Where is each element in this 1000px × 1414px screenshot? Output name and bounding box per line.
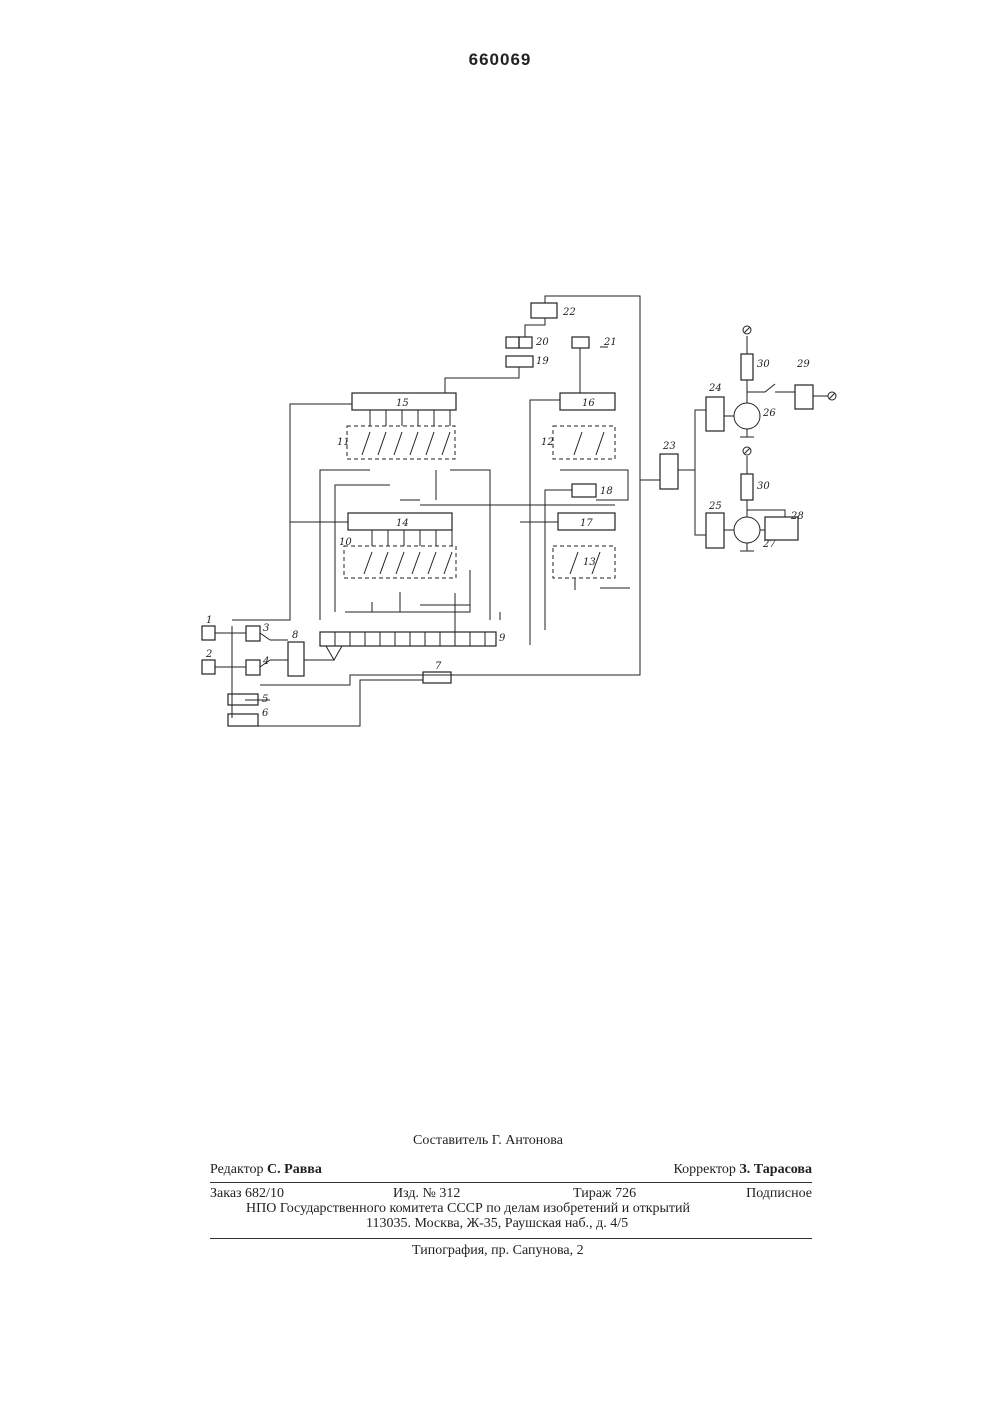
motor-26 <box>734 403 760 429</box>
label-7: 7 <box>435 661 442 672</box>
block-3 <box>246 626 260 641</box>
label-28: 28 <box>790 511 804 522</box>
label-8: 8 <box>292 630 298 641</box>
editor-line: Редактор С. Равва <box>210 1162 322 1178</box>
rule-bottom <box>210 1238 812 1239</box>
subscription: Подписное <box>746 1186 812 1202</box>
label-22: 22 <box>562 307 576 318</box>
label-2: 2 <box>205 649 212 660</box>
label-9: 9 <box>499 633 506 644</box>
block-4 <box>246 660 260 675</box>
label-30-top: 30 <box>757 359 770 370</box>
compiler-label: Составитель <box>413 1133 488 1148</box>
label-6: 6 <box>262 708 269 719</box>
label-13: 13 <box>583 557 596 568</box>
rule-top <box>210 1182 812 1183</box>
resistor-30-bottom <box>741 474 753 500</box>
corrector-label: Корректор <box>674 1162 736 1177</box>
label-19: 19 <box>536 356 549 367</box>
compiler-line: Составитель Г. Антонова <box>413 1133 563 1149</box>
block-25 <box>706 513 724 548</box>
label-11: 11 <box>337 437 350 448</box>
editor-label: Редактор <box>210 1162 264 1177</box>
block-22 <box>531 303 557 318</box>
block-24 <box>706 397 724 431</box>
label-4: 4 <box>262 656 269 667</box>
block-18 <box>572 484 596 497</box>
label-16: 16 <box>582 398 595 409</box>
block-19 <box>506 356 533 367</box>
printing-house: Типография, пр. Сапунова, 2 <box>412 1243 584 1259</box>
label-27: 27 <box>762 539 776 550</box>
label-24: 24 <box>708 383 722 394</box>
block-21 <box>572 337 589 348</box>
circulation: Тираж 726 <box>573 1186 636 1202</box>
label-14: 14 <box>396 518 409 529</box>
motor-27 <box>734 517 760 543</box>
label-12: 12 <box>541 437 554 448</box>
block-8 <box>288 642 304 676</box>
editor-name: С. Равва <box>267 1162 322 1177</box>
label-29: 29 <box>796 359 810 370</box>
block-20a <box>506 337 519 348</box>
resistor-30-top <box>741 354 753 380</box>
label-10: 10 <box>339 537 352 548</box>
label-30-bottom: 30 <box>757 481 770 492</box>
label-25: 25 <box>708 501 722 512</box>
corrector-name: З. Тарасова <box>739 1162 812 1177</box>
switch-group-12 <box>553 426 615 459</box>
label-21: 21 <box>603 337 617 348</box>
block-7 <box>423 672 451 683</box>
order: Заказ 682/10 <box>210 1186 284 1202</box>
label-18: 18 <box>600 486 613 497</box>
block-29 <box>795 385 813 409</box>
compiler-name: Г. Антонова <box>492 1133 563 1148</box>
label-3: 3 <box>263 623 269 634</box>
block-20b <box>519 337 532 348</box>
block-1 <box>202 626 215 640</box>
block-23 <box>660 454 678 489</box>
organization: НПО Государственного комитета СССР по де… <box>246 1201 690 1217</box>
label-5: 5 <box>262 694 268 705</box>
label-17: 17 <box>580 518 593 529</box>
label-20: 20 <box>535 337 549 348</box>
label-1: 1 <box>206 615 212 626</box>
corrector-line: Корректор З. Тарасова <box>674 1162 813 1178</box>
switch-group-11 <box>347 426 455 459</box>
address: 113035. Москва, Ж-35, Раушская наб., д. … <box>366 1216 628 1232</box>
label-15: 15 <box>396 398 409 409</box>
edition: Изд. № 312 <box>393 1186 460 1202</box>
block-2 <box>202 660 215 674</box>
label-26: 26 <box>762 408 776 419</box>
label-23: 23 <box>662 441 676 452</box>
